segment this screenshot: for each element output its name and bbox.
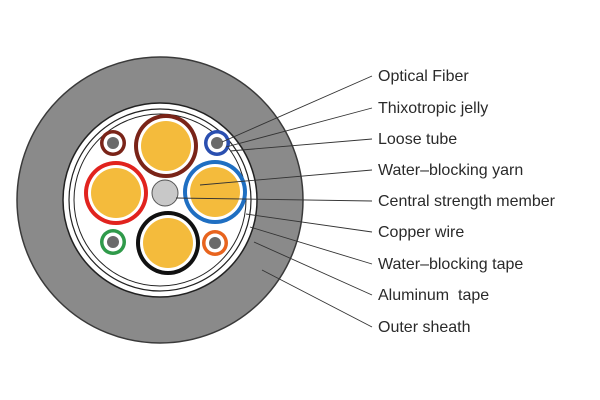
label-outer-sheath: Outer sheath [378,319,471,336]
label-loose-tube: Loose tube [378,131,457,148]
leader-central-strength-member [175,197,373,202]
core-right-blue [183,160,247,224]
loose-tube-blue [204,130,230,156]
core-bottom-black [136,211,200,275]
leader-loose-tube [229,138,373,152]
leader-aluminum-tape [253,241,373,296]
leader-thixotropic-jelly [225,107,373,148]
leader-water-blocking-yarn [199,169,373,186]
core-top-brown [134,114,198,178]
label-water-blocking-yarn: Water–blocking yarn [378,162,523,179]
label-copper-wire: Copper wire [378,224,464,241]
label-water-blocking-tape: Water–blocking tape [378,256,523,273]
core-left-red [84,161,148,225]
label-thixotropic-jelly: Thixotropic jelly [378,100,488,117]
loose-tube-brown [100,130,126,156]
label-aluminum-tape: Aluminum tape [378,287,489,304]
label-optical-fiber: Optical Fiber [378,68,469,85]
loose-tube-orange [202,230,228,256]
leader-water-blocking-tape [249,226,373,265]
loose-tube-green [100,229,126,255]
leader-optical-fiber [221,75,373,143]
leader-copper-wire [245,213,373,233]
central-strength-member [151,179,179,207]
leader-outer-sheath [261,269,373,328]
label-central-strength-member: Central strength member [378,193,556,210]
